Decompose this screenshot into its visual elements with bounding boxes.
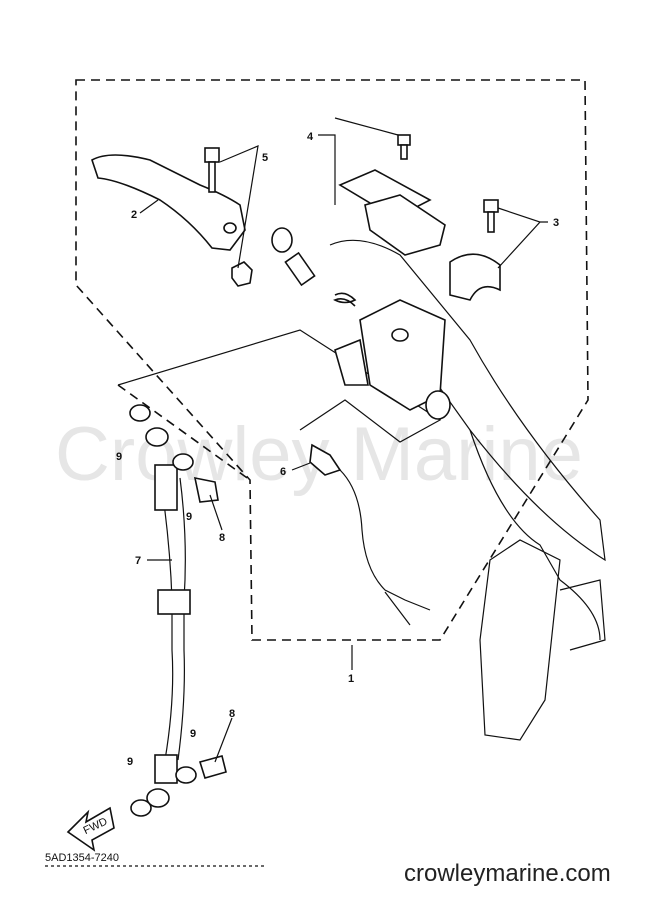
callout-7: 7	[135, 555, 141, 567]
site-url: crowleymarine.com	[404, 860, 611, 887]
assembly-outline	[75, 79, 589, 641]
callout-6: 6	[280, 466, 286, 478]
handlebar-clamp	[449, 253, 501, 301]
clamp-bolt-shank	[487, 211, 495, 233]
hose-lower-fitting	[154, 754, 178, 784]
clamp-bolt	[483, 199, 499, 213]
piston-spring	[333, 292, 357, 307]
lever-pivot	[223, 222, 237, 234]
callout-1: 1	[348, 673, 354, 685]
pivot-bolt	[204, 147, 220, 163]
reservoir-cap	[364, 194, 446, 256]
callout-2: 2	[131, 209, 137, 221]
union-bolt-lower	[198, 755, 227, 779]
cylinder-mount	[334, 338, 369, 386]
piston	[284, 251, 316, 287]
brake-hose	[159, 474, 174, 761]
leader-5	[219, 145, 259, 269]
leader-6	[291, 462, 311, 471]
handlebar	[329, 239, 606, 562]
cap-screw	[397, 134, 411, 146]
leader-8b	[214, 717, 233, 763]
washer-a	[129, 404, 151, 422]
brake-switch	[309, 443, 342, 476]
leader-2	[139, 199, 159, 214]
leader-4	[318, 117, 399, 205]
callout-8a: 8	[219, 532, 225, 544]
cap-screw-shank	[400, 144, 408, 160]
hose-lower-banjo	[146, 788, 170, 808]
leader-3	[497, 207, 548, 269]
union-bolt-upper	[193, 476, 219, 503]
hose-sleeve	[157, 589, 191, 615]
hose-upper-banjo	[145, 427, 169, 447]
brake-hose-outer	[177, 477, 186, 761]
diagram-code: 5AD1354-7240	[45, 852, 119, 864]
washer-c	[175, 766, 197, 784]
pivot-nut	[231, 261, 253, 287]
hose-outline	[117, 384, 251, 481]
callout-4: 4	[307, 131, 314, 143]
callout-8b: 8	[229, 708, 235, 720]
fork-bracket	[559, 579, 606, 651]
piston-boot	[271, 227, 293, 253]
cylinder-end	[425, 390, 451, 420]
callout-5: 5	[262, 152, 268, 164]
callout-9b: 9	[186, 511, 192, 523]
switch-wire	[339, 469, 431, 626]
washer-b	[172, 453, 194, 471]
cylinder-port	[391, 328, 409, 342]
fork-tube	[479, 539, 561, 741]
fwd-arrow-icon	[66, 806, 115, 852]
callout-9a: 9	[116, 451, 122, 463]
callout-9c: 9	[190, 728, 196, 740]
handlebar-lower	[469, 429, 601, 641]
pivot-bolt-shank	[208, 161, 216, 193]
hose-upper-fitting	[154, 464, 178, 511]
washer-d	[130, 799, 152, 817]
callout-3: 3	[553, 217, 559, 229]
leader-8a	[209, 494, 223, 531]
brake-lever	[91, 154, 246, 251]
cylinder-outline	[117, 329, 442, 443]
callout-9d: 9	[127, 756, 133, 768]
